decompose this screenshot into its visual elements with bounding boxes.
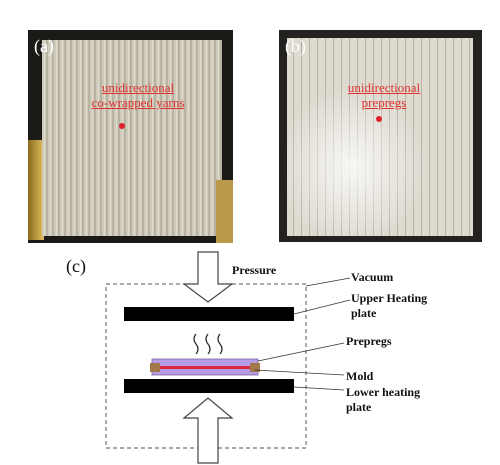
prepregs-label: Prepregs [346,334,392,348]
photo-panel-b: (b) unidirectional prepregs [279,30,482,242]
mold-end-left [150,363,160,372]
leader-line-prepregs [257,342,345,362]
annotation-a-line1: unidirectional [101,80,175,95]
panel-label-c: (c) [66,256,86,277]
marker-dot-b [376,116,382,122]
upper-plate-label-line1: Upper Heating [351,291,427,305]
heat-wave-icon [217,333,223,355]
annotation-a-line2: co-wrapped yarns [91,95,185,110]
upper-plate-label-line2: plate [351,306,377,320]
pressure-arrow-bottom [182,397,234,464]
annotation-a: unidirectional co-wrapped yarns [68,80,208,110]
prepreg-sample-photo [279,30,482,242]
lower-plate-label-line1: Lower heating [346,385,420,399]
photo-panel-a: (a) unidirectional co-wrapped yarns [28,30,233,243]
lower-plate-label-line2: plate [346,400,372,414]
lower-heating-plate [124,379,294,393]
mold-layer [152,366,258,369]
mold-end-right [250,363,260,372]
annotation-b: unidirectional prepregs [319,80,449,110]
annotation-b-line2: prepregs [361,95,407,110]
hot-press-diagram: (c) Pressure Vacuum Upper Heating plate … [66,251,427,464]
mold-label: Mold [346,369,374,383]
pressure-label: Pressure [232,263,277,277]
panel-label-a: (a) [34,36,54,56]
leader-line-lower-plate [293,386,345,391]
leader-line-upper-plate [293,299,351,315]
vacuum-label: Vacuum [351,270,393,284]
heat-wave-icon [193,333,199,355]
marker-dot-a [119,123,125,129]
panel-label-b: (b) [285,36,306,56]
heat-wave-icon [205,333,211,355]
upper-heating-plate [124,307,294,321]
annotation-b-line1: unidirectional [347,80,421,95]
yarn-sample-photo [28,30,233,243]
leader-line-vacuum [305,277,351,287]
pressure-arrow-top [182,251,234,303]
leader-line-mold [254,369,345,376]
